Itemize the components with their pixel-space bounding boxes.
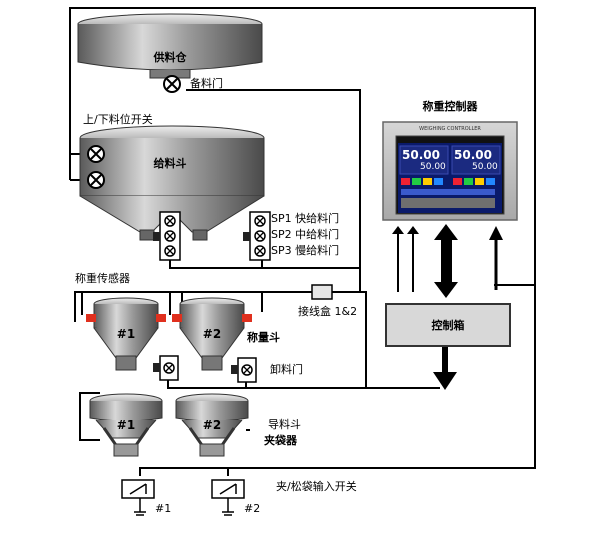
- weighing-controller: [382, 121, 518, 221]
- wire-discharge-gates: [167, 380, 366, 389]
- feed-hopper-label: 给料斗: [153, 157, 187, 170]
- weigh-hopper-label: 称量斗: [247, 331, 280, 344]
- backup-gate-icon: [163, 75, 181, 93]
- backup-gate-label: 备料门: [190, 77, 223, 90]
- hopper-2-label: #2: [202, 327, 222, 341]
- controller-brand: WEIGHING CONTROLLER: [419, 126, 481, 132]
- control-box-label: 控制箱: [431, 319, 465, 332]
- control-link-arrow: [434, 224, 458, 298]
- clamp-switch-1-icon: [121, 479, 155, 516]
- feed-hopper: [79, 125, 265, 241]
- controller-title: 称重控制器: [422, 100, 478, 113]
- arrow-up-icon: [392, 226, 404, 234]
- display-1-sub: 50.00: [420, 162, 446, 172]
- discharge-gate-label: 卸料门: [270, 363, 303, 376]
- wire-bag-clamp: [79, 392, 250, 441]
- hopper-1-label: #1: [116, 327, 136, 341]
- sp1-label: SP1 快给料门: [271, 212, 340, 225]
- output-arrow-right: [489, 226, 503, 290]
- control-box: [385, 303, 511, 347]
- wire-backup-gate: [186, 89, 361, 292]
- junction-box-label: 接线盒 1&2: [298, 305, 358, 318]
- weigh-hopper-2: [172, 297, 252, 371]
- sp2-label: SP2 中给料门: [271, 228, 340, 241]
- weigh-hopper-1: [86, 297, 166, 371]
- display-2-sub: 50.00: [472, 162, 498, 172]
- switch-2-label: #2: [244, 502, 261, 515]
- feed-gate-column-1: [153, 211, 181, 261]
- down-arrow-icon: [433, 345, 457, 390]
- wiring: [69, 7, 536, 476]
- feed-gate-column-2: [243, 211, 271, 261]
- display-2-main: 50.00: [454, 148, 492, 162]
- bagger-2-label: #2: [202, 418, 222, 432]
- wire-clamp-switches: [139, 285, 536, 476]
- bagger-2: [175, 393, 249, 457]
- wire-controller-inputs: [397, 232, 414, 292]
- wire-junction-to-box: [332, 291, 440, 389]
- level-switch-icon: [87, 145, 105, 189]
- bagger-1-label: #1: [116, 418, 136, 432]
- junction-box: [311, 284, 333, 300]
- guide-hopper-label: 导料斗: [268, 418, 301, 431]
- discharge-gate-icon: [153, 355, 257, 383]
- wire-outer-loop: [69, 7, 536, 286]
- wire-load-cells: [74, 291, 312, 322]
- bagger-1: [89, 393, 163, 457]
- wire-feed-gates: [169, 260, 360, 269]
- controller-keypad: [401, 178, 495, 208]
- supply-bin-label: 供料仓: [153, 51, 187, 64]
- clamp-switch-2-icon: [211, 479, 245, 516]
- clamp-switch-label: 夹/松袋输入开关: [276, 480, 357, 493]
- supply-bin: [77, 13, 263, 79]
- switch-1-label: #1: [155, 502, 172, 515]
- bag-clamp-label: 夹袋器: [264, 434, 297, 447]
- load-cell-label: 称重传感器: [75, 272, 130, 285]
- sp3-label: SP3 慢给料门: [271, 244, 340, 257]
- display-1-main: 50.00: [402, 148, 440, 162]
- arrow-up-icon: [407, 226, 419, 234]
- level-switch-label: 上/下料位开关: [83, 113, 153, 126]
